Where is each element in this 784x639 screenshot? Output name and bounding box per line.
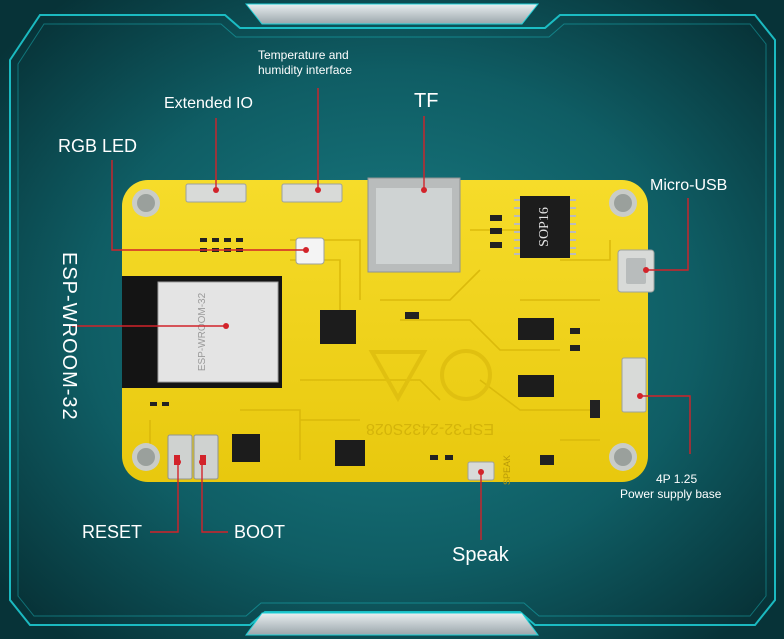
mounting-holes [132,189,637,471]
frame-border [9,14,776,626]
temperature-label-line2: humidity interface [258,63,353,77]
power-label-line2: Power supply base [620,487,722,501]
esp-module-silk: ESP-WROOM-32 [197,292,208,371]
power-label-line1: 4P 1.25 [656,472,698,486]
esp-module-label: ESP-WROOM-32 [58,252,80,421]
frame-inner-border [17,23,767,617]
rgb-led-label: RGB LED [58,136,138,156]
frame-top-tab [244,3,540,25]
regulator-2 [518,375,554,397]
micro-usb-port [626,258,646,284]
frame-bottom-tab [245,612,539,636]
board-name-silk: ESP32-2432S028 [366,420,494,437]
rohs-logo [440,349,492,401]
temperature-connector [281,183,343,203]
callout-dots [175,187,649,475]
small-components [150,215,600,465]
speak-label: Speak [452,544,509,566]
reset-label: RESET [82,522,143,542]
sop16-chip [520,196,570,258]
regulator-1 [518,318,554,340]
callout-boot [201,462,228,533]
tf-label: TF [414,90,439,112]
boot-label: BOOT [234,522,286,542]
micro-usb-label: Micro-USB [650,177,728,194]
callout-rgb-led [111,160,306,251]
tf-slot-inner [376,188,452,264]
extended-io-label: Extended IO [164,95,253,112]
sop16-label: SOP16 [537,207,552,247]
temperature-label-line1: Temperature and [258,48,349,62]
power-connector [621,357,647,413]
main-ic [320,310,356,344]
rgb-led [295,237,325,265]
bottom-ic-1 [232,434,260,462]
sop16-pins [514,199,576,255]
callout-power [640,395,691,454]
bottom-ic-2 [335,440,365,466]
esp-module-shield [157,281,279,383]
callout-micro-usb [646,198,689,271]
recycle-logo [368,350,428,403]
callout-reset [150,462,179,533]
speaker-silk: SPEAK [502,455,512,485]
callout-lines [72,88,691,540]
